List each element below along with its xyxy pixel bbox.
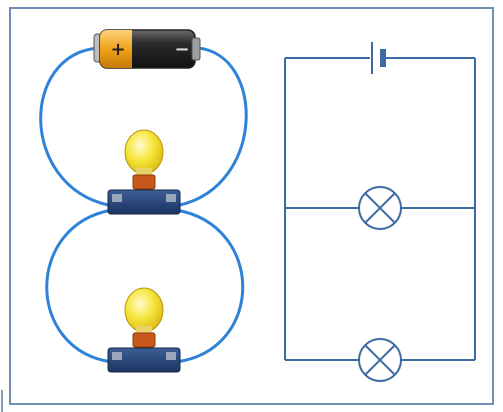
- wire-top-left: [39, 46, 109, 207]
- wire-bottom-right: [175, 208, 245, 364]
- bulb-bottom: [107, 287, 181, 373]
- bulb-top: [107, 129, 181, 215]
- bulb-bottom-holder: [107, 347, 181, 373]
- wire-bottom-left: [45, 208, 113, 364]
- battery-plus-sign: +: [110, 39, 125, 60]
- cell-short-plate: [380, 49, 386, 67]
- wire-top-right: [179, 46, 248, 207]
- bulb-bottom-base: [132, 332, 156, 348]
- bulb-bottom-glass: [124, 287, 164, 333]
- lamp-symbol-top: [358, 186, 402, 230]
- schematic-circuit: [284, 42, 476, 382]
- bulb-top-base: [132, 174, 156, 190]
- pictorial-circuit: + −: [39, 29, 248, 373]
- bulb-top-holder: [107, 189, 181, 215]
- lamp-symbol-bottom: [358, 338, 402, 382]
- battery-terminal-negative: [191, 37, 201, 61]
- frame-border: [9, 7, 494, 405]
- battery-minus-sign: −: [174, 39, 189, 60]
- bulb-top-glass: [124, 129, 164, 175]
- battery: + −: [93, 29, 201, 69]
